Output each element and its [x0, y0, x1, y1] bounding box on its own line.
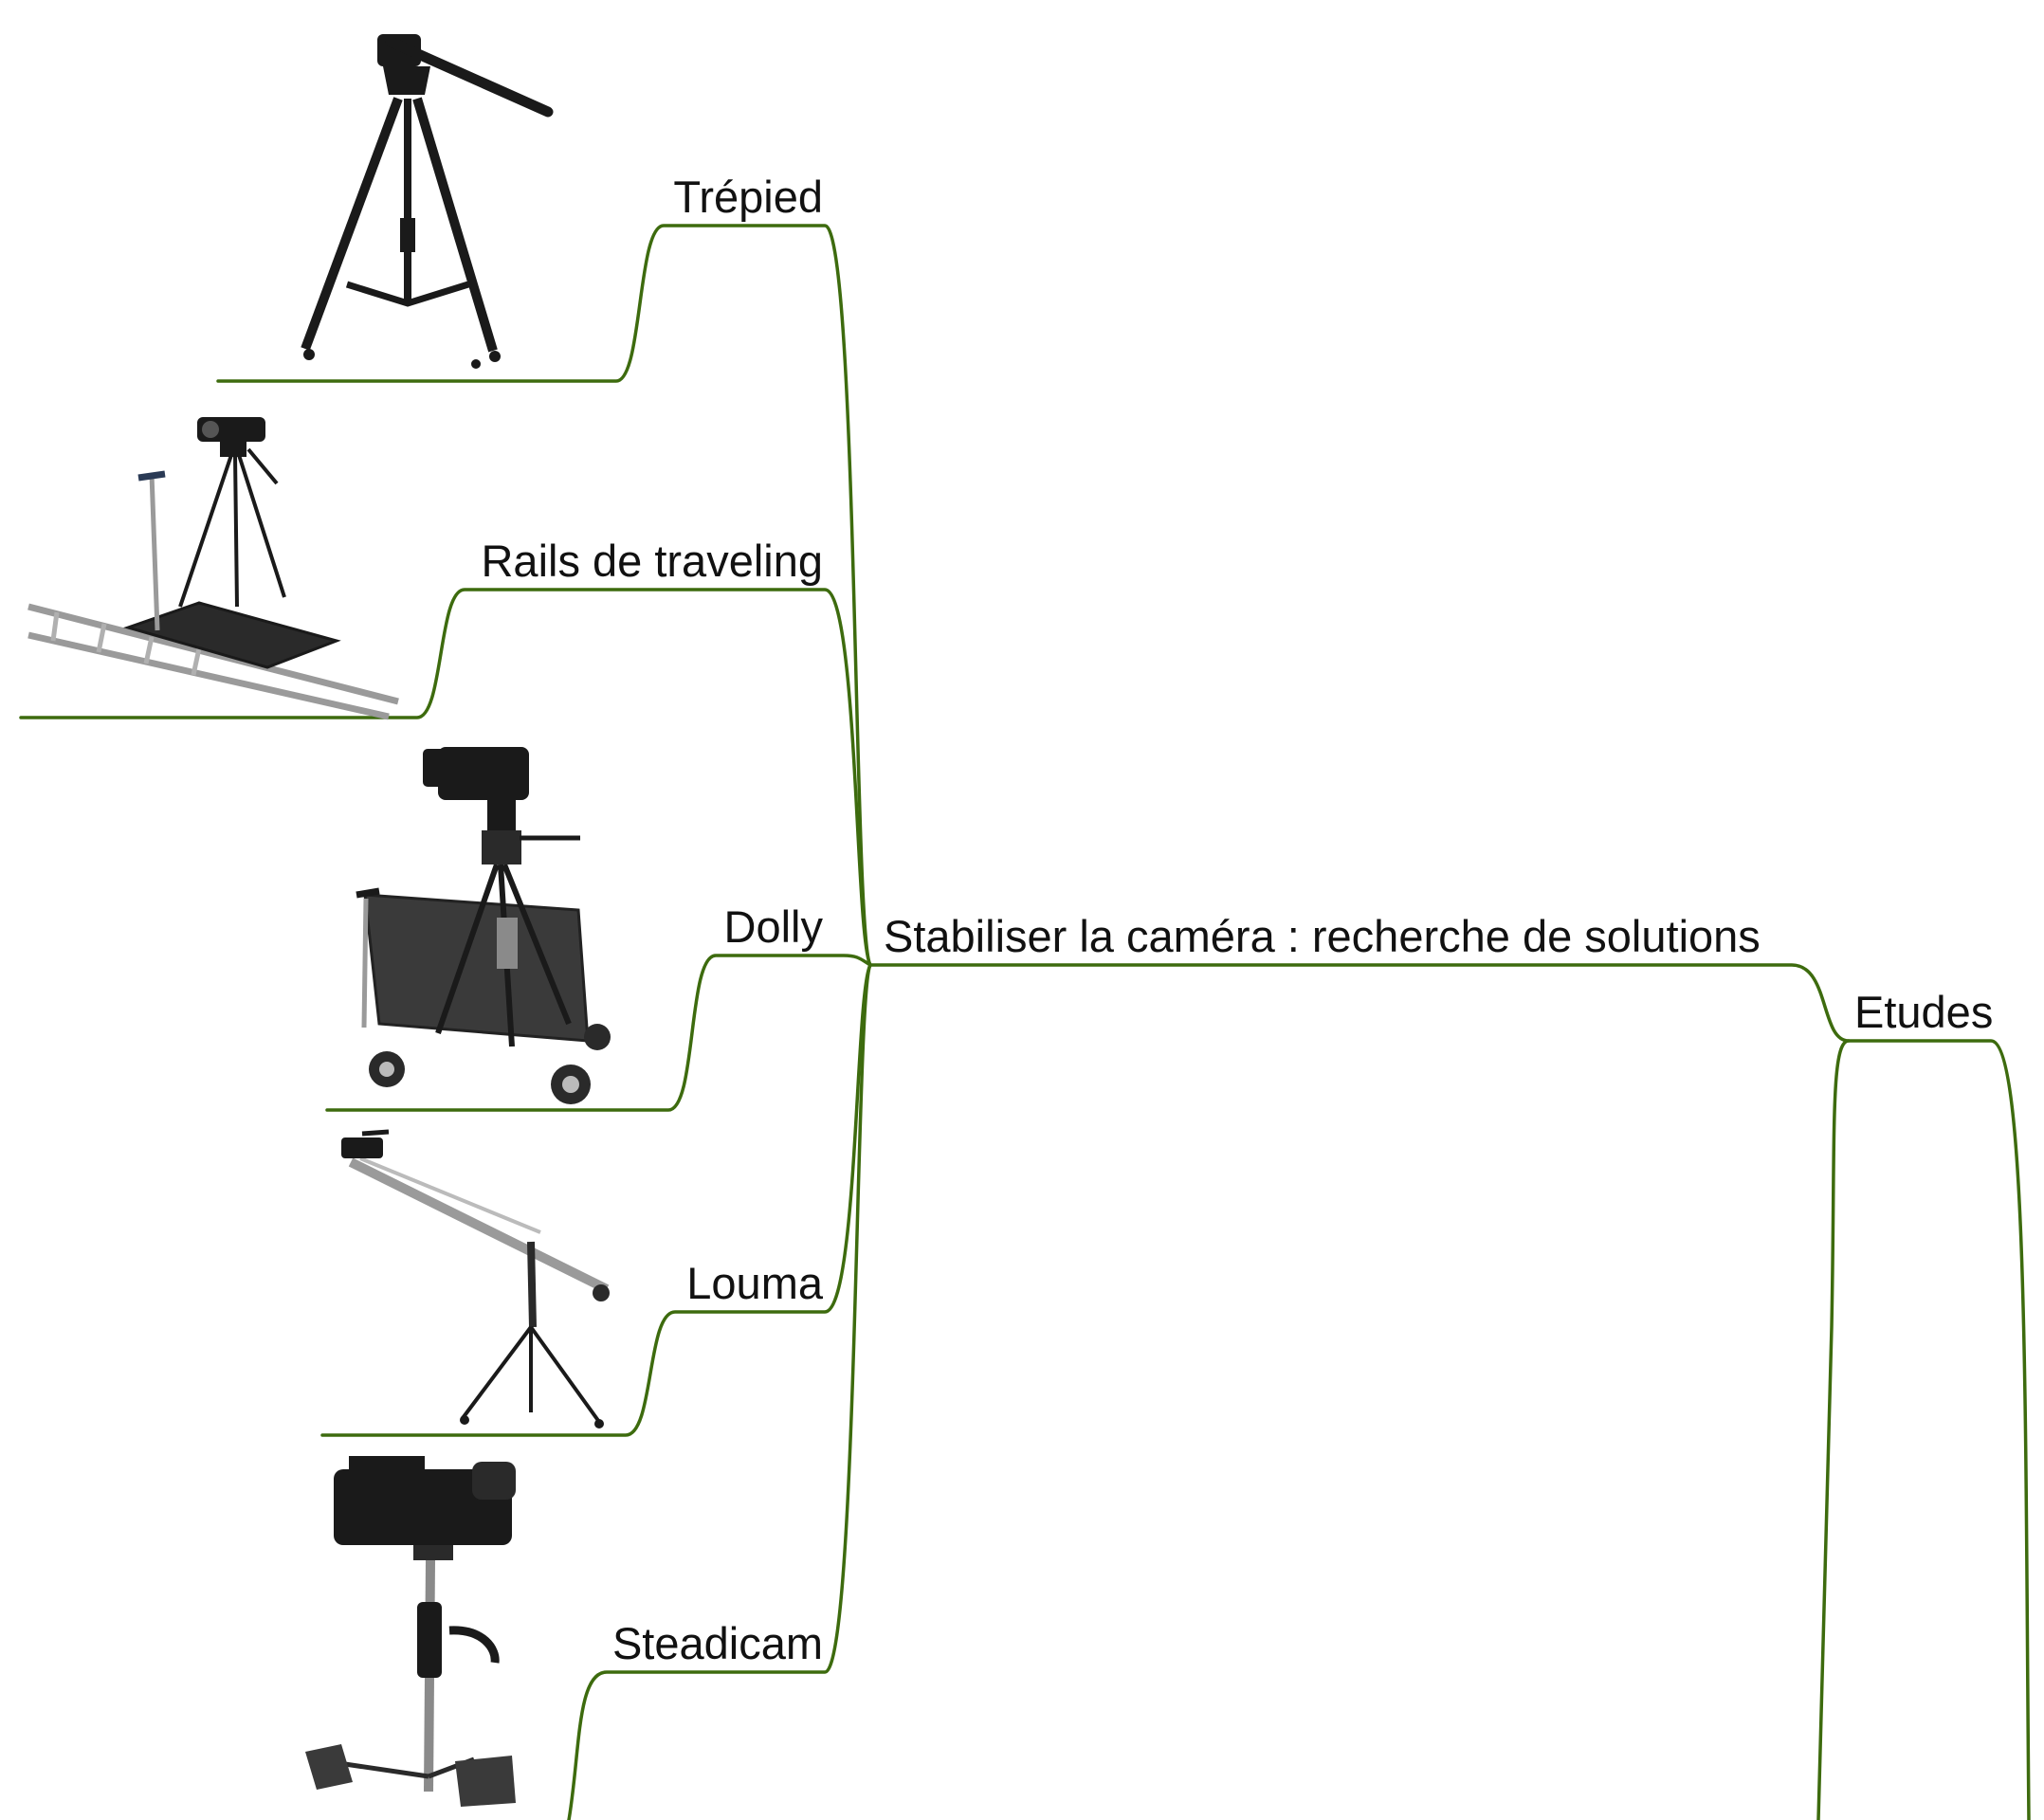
branch-label-dolly: Dolly — [723, 901, 823, 952]
connector-etudes-down — [1816, 1039, 1851, 1820]
branch-label-louma: Louma — [686, 1258, 823, 1308]
branch-label-rails-de-traveling: Rails de traveling — [481, 536, 823, 586]
sub-branch-label-etudes: Etudes — [1854, 987, 1994, 1037]
tripod-image — [301, 34, 554, 369]
connector-rails — [19, 588, 872, 967]
dolly-image — [356, 747, 611, 1104]
connector-trepied — [216, 224, 872, 967]
connectors — [19, 224, 2031, 1820]
connector-dolly — [325, 954, 872, 1112]
connector-louma — [320, 963, 872, 1437]
camera-crane-image — [341, 1129, 610, 1429]
branch-label-steadicam: Steadicam — [611, 1618, 823, 1668]
branch-label-trepied: Trépied — [673, 172, 823, 222]
track-dolly-image — [27, 417, 399, 720]
steadicam-image — [305, 1456, 516, 1807]
connector-steadicam — [567, 963, 872, 1820]
central-topic-label: Stabiliser la caméra : recherche de solu… — [884, 911, 1761, 961]
connector-central-underline — [868, 963, 2031, 1820]
